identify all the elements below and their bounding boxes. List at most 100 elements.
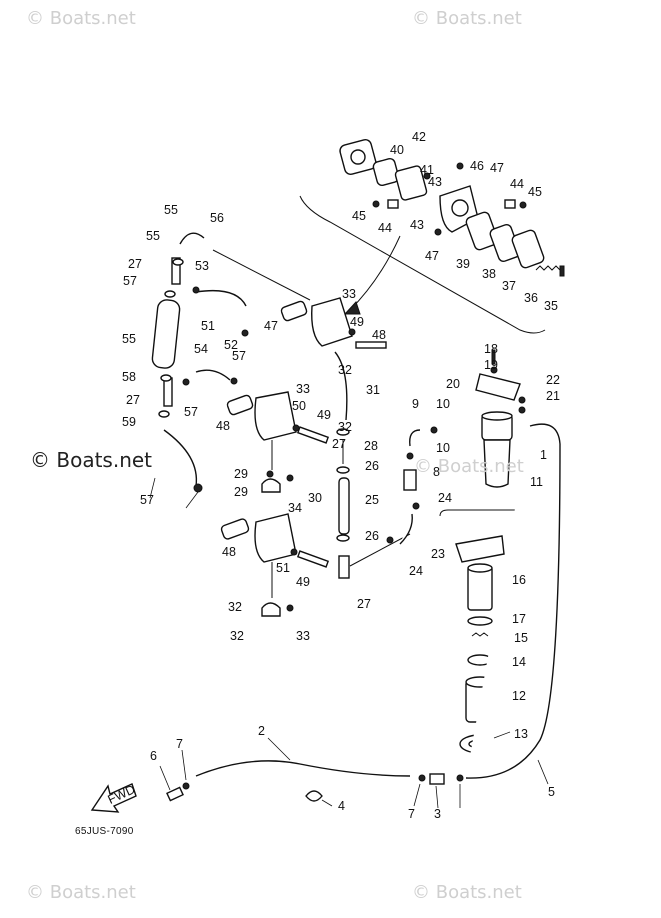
pump-gasket-2 bbox=[465, 211, 499, 251]
clip-set bbox=[158, 258, 249, 418]
callout-34: 34 bbox=[288, 501, 302, 515]
watermark-bottom-right: © Boats.net bbox=[412, 882, 522, 903]
clip-7-left bbox=[182, 782, 190, 790]
callout-41: 41 bbox=[420, 163, 434, 177]
callout-49: 49 bbox=[350, 315, 364, 329]
fuel-pump-33-top bbox=[311, 297, 353, 347]
callout-51: 51 bbox=[276, 561, 290, 575]
callout-6: 6 bbox=[150, 749, 157, 763]
washer-49-low bbox=[290, 548, 298, 556]
pump-diaphragm bbox=[394, 165, 428, 201]
washer-40 bbox=[423, 172, 431, 180]
hose-50 bbox=[195, 289, 247, 307]
ring-17 bbox=[467, 616, 493, 626]
callout-50: 50 bbox=[292, 399, 306, 413]
clip-51 bbox=[192, 286, 200, 294]
callout-19: 19 bbox=[484, 358, 498, 372]
callout-9: 9 bbox=[412, 397, 419, 411]
callout-47: 47 bbox=[490, 161, 504, 175]
callout-27: 27 bbox=[126, 393, 140, 407]
clip-55b bbox=[182, 378, 190, 386]
callout-33: 33 bbox=[342, 287, 356, 301]
callout-54: 54 bbox=[194, 342, 208, 356]
clip-24-up bbox=[412, 502, 420, 510]
callout-21: 21 bbox=[546, 389, 560, 403]
elbow-28 bbox=[261, 478, 281, 493]
hose-to-filter bbox=[349, 533, 411, 567]
fuel-filter-assembly bbox=[403, 349, 526, 519]
fuel-pump-33-low bbox=[254, 513, 297, 563]
callout-40: 40 bbox=[390, 143, 404, 157]
hose-52 bbox=[195, 369, 231, 381]
clip-57 bbox=[164, 290, 176, 298]
hose-9 bbox=[409, 429, 421, 447]
leader-7 bbox=[181, 749, 187, 781]
callout-55: 55 bbox=[164, 203, 178, 217]
callout-48: 48 bbox=[216, 419, 230, 433]
callout-48: 48 bbox=[372, 328, 386, 342]
callout-18: 18 bbox=[484, 342, 498, 356]
washer-19 bbox=[490, 366, 498, 374]
callout-49: 49 bbox=[296, 575, 310, 589]
bolt-48-mid bbox=[296, 426, 330, 444]
callout-53: 53 bbox=[195, 259, 209, 273]
pump-bolt bbox=[559, 265, 565, 277]
callout-22: 22 bbox=[546, 373, 560, 387]
callout-57: 57 bbox=[140, 493, 154, 507]
clip-55 bbox=[172, 258, 184, 266]
callout-5: 5 bbox=[548, 785, 555, 799]
callout-27: 27 bbox=[332, 437, 346, 451]
callout-38: 38 bbox=[482, 267, 496, 281]
clip-55c bbox=[230, 377, 238, 385]
clip-7-right bbox=[418, 774, 426, 782]
callout-52: 52 bbox=[224, 338, 238, 352]
callout-26: 26 bbox=[365, 459, 379, 473]
clip-21 bbox=[518, 406, 526, 414]
callout-59: 59 bbox=[122, 415, 136, 429]
tee-27-top bbox=[171, 257, 181, 285]
fitting-43b bbox=[504, 199, 516, 209]
callout-32: 32 bbox=[228, 600, 242, 614]
callout-49: 49 bbox=[317, 408, 331, 422]
callout-42: 42 bbox=[412, 130, 426, 144]
callout-43: 43 bbox=[410, 218, 424, 232]
callout-46: 46 bbox=[470, 159, 484, 173]
filter-bowl-11 bbox=[483, 439, 511, 488]
leader-56 bbox=[149, 477, 156, 499]
clip-57c bbox=[158, 410, 170, 418]
hose-leader-line bbox=[212, 249, 311, 301]
clip-26-up bbox=[336, 466, 350, 474]
fwd-arrow: FWD bbox=[90, 782, 137, 813]
clip-22 bbox=[518, 396, 526, 404]
clip-26-low bbox=[336, 534, 350, 542]
hose-25 bbox=[338, 477, 350, 535]
leader-5 bbox=[537, 759, 549, 785]
callout-25: 25 bbox=[365, 493, 379, 507]
callout-7: 7 bbox=[408, 807, 415, 821]
nut-44b bbox=[519, 201, 527, 209]
callout-23: 23 bbox=[431, 547, 445, 561]
fwd-arrow-shape bbox=[90, 783, 137, 813]
callout-43: 43 bbox=[428, 175, 442, 189]
pump-cover-hole bbox=[350, 149, 366, 165]
watermark-top-right: © Boats.net bbox=[412, 8, 522, 29]
filter-head-exploded bbox=[455, 535, 505, 563]
callout-10: 10 bbox=[436, 441, 450, 455]
callout-29: 29 bbox=[234, 467, 248, 481]
callout-39: 39 bbox=[456, 257, 470, 271]
fuel-pump-33-mid bbox=[254, 391, 297, 441]
leader-3 bbox=[435, 785, 439, 809]
callout-8: 8 bbox=[433, 465, 440, 479]
center-hoses bbox=[334, 351, 420, 579]
callout-36: 36 bbox=[524, 291, 538, 305]
joint-6 bbox=[166, 786, 184, 802]
callout-14: 14 bbox=[512, 655, 526, 669]
fuel-pumps-stack bbox=[220, 297, 387, 617]
group-arrow-head bbox=[343, 301, 361, 315]
callout-32: 32 bbox=[338, 420, 352, 434]
diagram-code: 65JUS-7090 bbox=[75, 826, 134, 837]
clip-57b bbox=[160, 374, 172, 382]
